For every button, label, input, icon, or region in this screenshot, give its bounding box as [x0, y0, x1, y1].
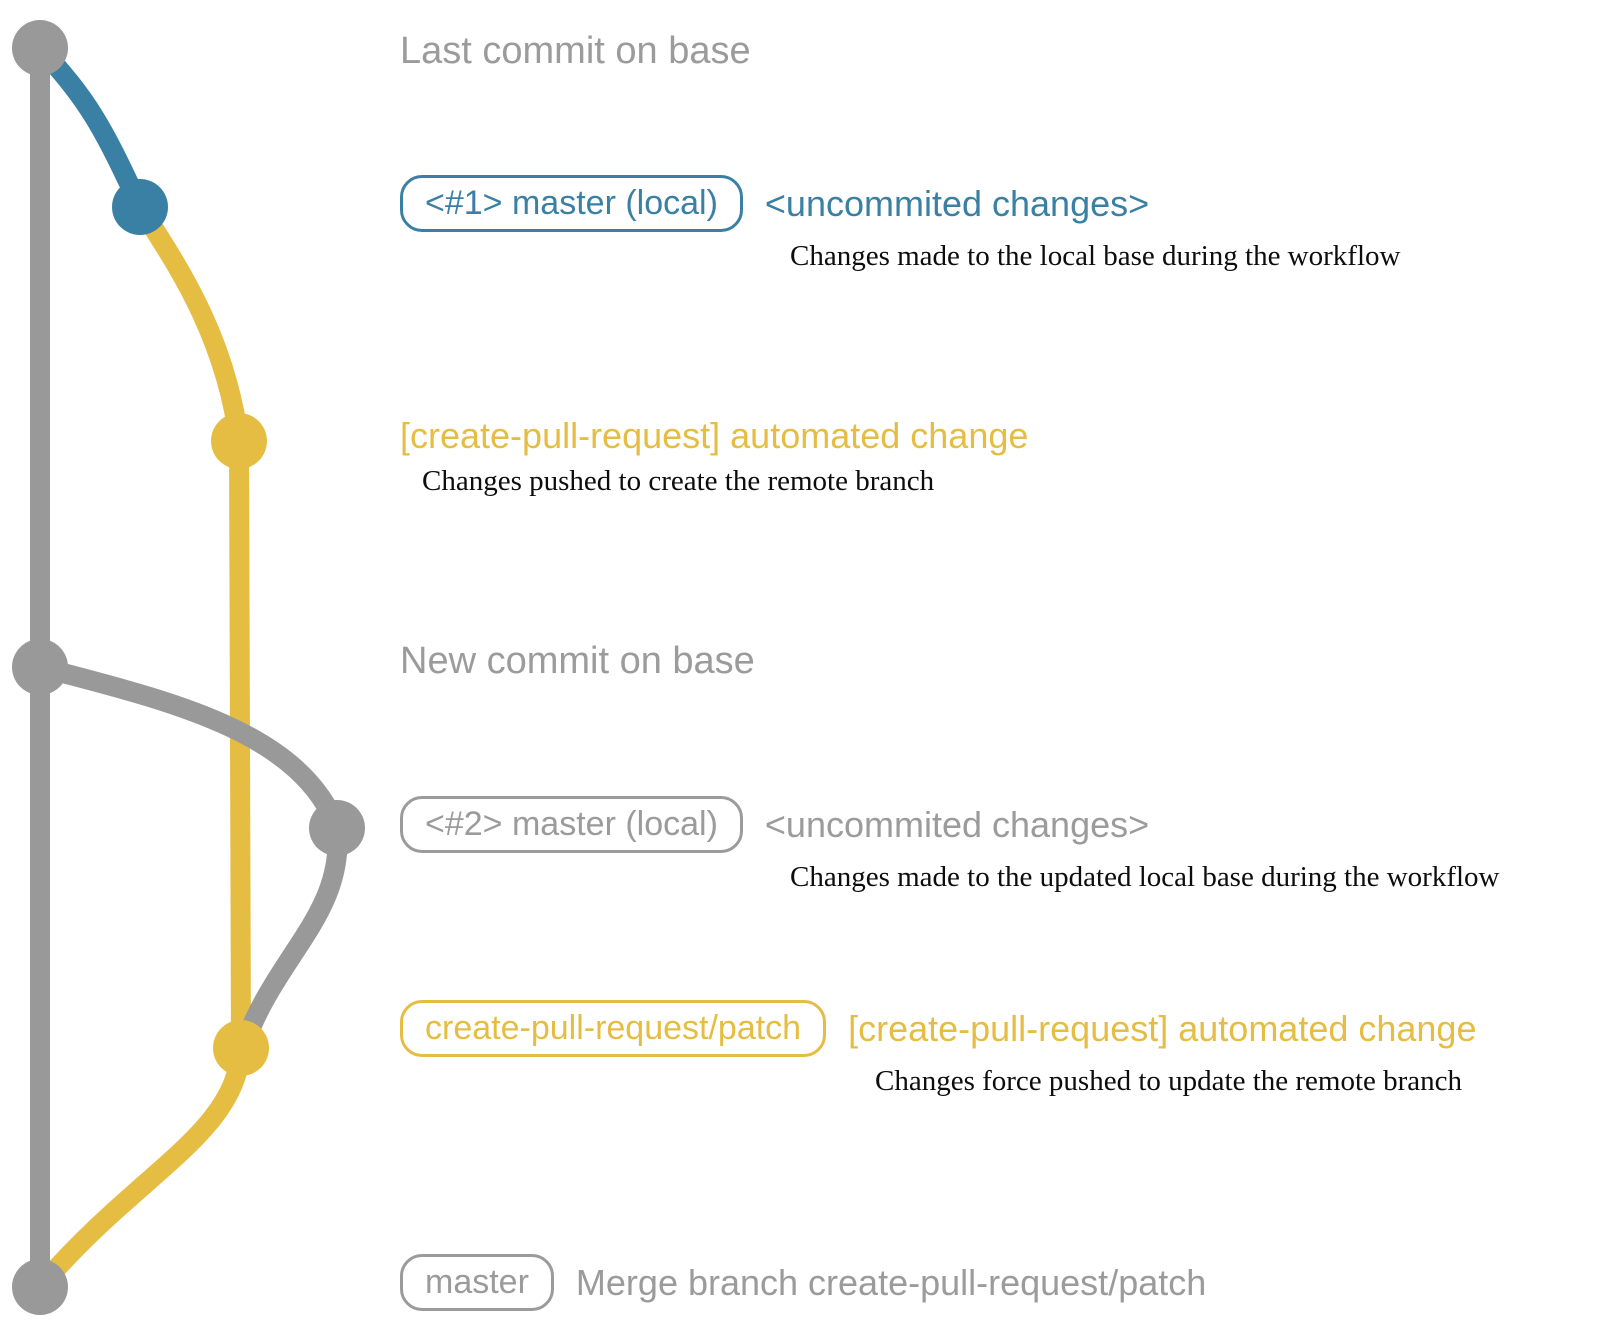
local-branch-1-line	[30, 38, 150, 217]
commit-message: [create-pull-request] automated change	[848, 1007, 1477, 1049]
branch-ref-box: <#1> master (local)	[400, 175, 743, 232]
merge-curve	[30, 1038, 251, 1297]
commit-label: Last commit on base	[400, 30, 751, 72]
commit-node-force-pushed	[213, 1020, 269, 1076]
row-merge: master Merge branch create-pull-request/…	[400, 1254, 1206, 1311]
remote-branch-vertical	[229, 431, 251, 1058]
row-last-commit: Last commit on base	[400, 30, 751, 73]
commit-description: Changes made to the local base during th…	[790, 240, 1401, 272]
local-branch-2-to-patch-line	[233, 818, 348, 1058]
commit-message: [create-pull-request] automated change	[400, 415, 1029, 456]
commit-node-pushed	[211, 413, 267, 469]
commit-label: New commit on base	[400, 640, 755, 682]
row-uncommitted-1: <#1> master (local) <uncommited changes>…	[400, 175, 1400, 273]
branch-ref-box: create-pull-request/patch	[400, 1000, 827, 1057]
commit-message: <uncommited changes>	[764, 803, 1150, 845]
commit-description: Changes pushed to create the remote bran…	[422, 465, 935, 497]
commit-message: <uncommited changes>	[764, 182, 1150, 224]
commit-node-uncommitted-2	[309, 800, 365, 856]
row-new-commit: New commit on base	[400, 640, 755, 683]
row-force-pushed: create-pull-request/patch [create-pull-r…	[400, 1000, 1476, 1098]
remote-branch-upper-curve	[130, 197, 249, 451]
commit-node-new-base	[12, 639, 68, 695]
branch-ref-box: master	[400, 1254, 554, 1311]
commit-description: Changes force pushed to update the remot…	[875, 1065, 1463, 1097]
commit-message: Merge branch create-pull-request/patch	[575, 1261, 1207, 1303]
commit-node-uncommitted-1	[112, 179, 168, 235]
commit-node-last-base	[12, 20, 68, 76]
row-pushed: [create-pull-request] automated change C…	[400, 415, 1028, 498]
local-branch-2-line	[30, 657, 347, 838]
commit-description: Changes made to the updated local base d…	[790, 861, 1500, 893]
commit-node-merge	[12, 1259, 68, 1315]
branch-ref-box: <#2> master (local)	[400, 796, 743, 853]
row-uncommitted-2: <#2> master (local) <uncommited changes>…	[400, 796, 1500, 894]
